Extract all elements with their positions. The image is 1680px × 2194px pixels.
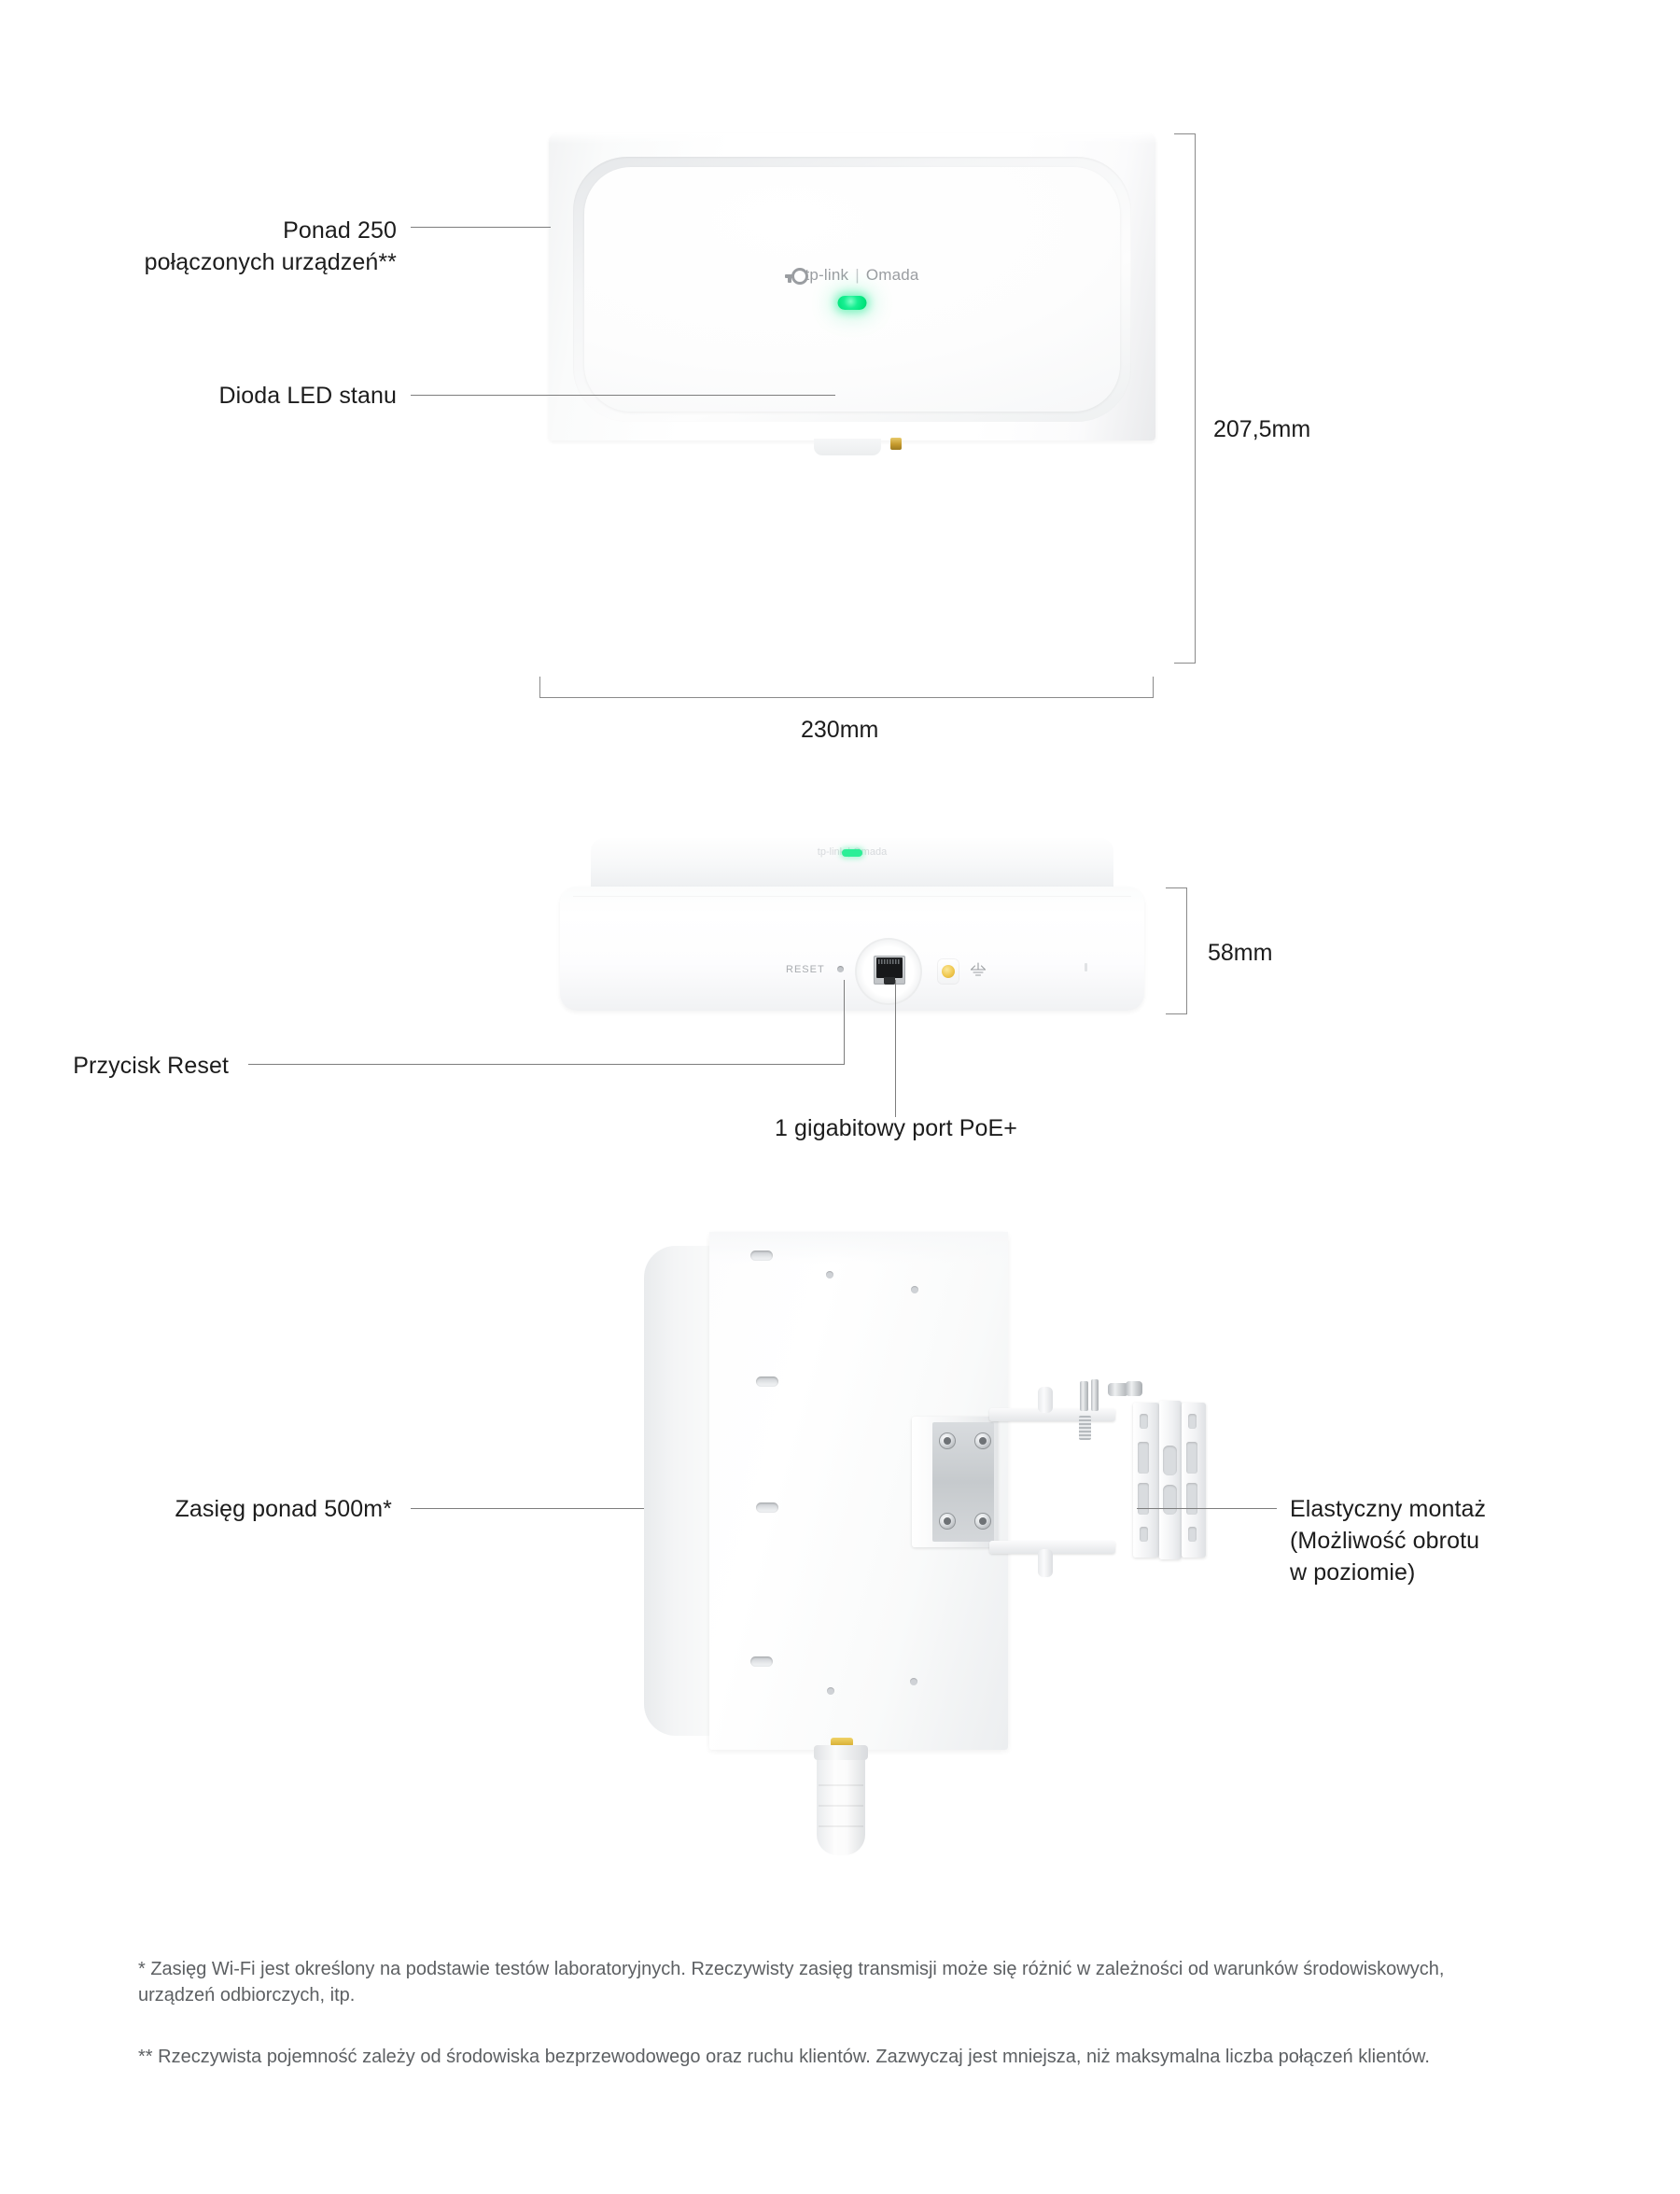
- grounding-screw: [938, 959, 959, 984]
- mount-bolt: [1080, 1381, 1088, 1411]
- dimension-height-value: 207,5mm: [1213, 416, 1311, 442]
- rear-screw-hole: [827, 1687, 834, 1695]
- footnote-range: * Zasięg Wi-Fi jest określony na podstaw…: [138, 1959, 1445, 2005]
- mount-screw: [975, 1433, 990, 1448]
- callout-reset-leader-horizontal: [248, 1064, 845, 1065]
- device-body-edge: RESET: [560, 887, 1144, 1011]
- device-left-side-face: [644, 1246, 721, 1736]
- rear-vent-slot: [750, 1656, 773, 1667]
- reset-button-pinhole: [837, 966, 844, 972]
- dimension-depth-bracket: [1166, 887, 1187, 1014]
- ground-contact-icon: [890, 438, 902, 450]
- mount-threaded-screw: [1079, 1416, 1091, 1440]
- reset-marking-text: RESET: [786, 964, 825, 975]
- mount-rail-middle: [1159, 1401, 1182, 1559]
- tp-link-logo-icon: [785, 268, 809, 285]
- callout-port-label: 1 gigabitowy port PoE+: [774, 1115, 1017, 1141]
- dimension-width-bracket: [539, 677, 1154, 698]
- device-top-cover-edge: tp-link | Omada: [591, 838, 1113, 892]
- callout-range-label: Zasięg ponad 500m*: [175, 1496, 392, 1522]
- brand-primary-text-small: tp-link: [817, 846, 846, 858]
- callout-mount-label: Elastyczny montaż (Możliwość obrotu w po…: [1290, 1496, 1487, 1586]
- cable-gland: [814, 1745, 868, 1855]
- rear-screw-hole: [826, 1271, 833, 1279]
- mount-rail-outer: [1182, 1403, 1206, 1558]
- status-led-indicator-side: [842, 849, 862, 857]
- front-view-illustration: tp-link | Omada: [549, 133, 1155, 455]
- side-vent-slot: [1085, 963, 1087, 971]
- mount-screw: [940, 1514, 955, 1529]
- mount-rail-inner: [1133, 1403, 1159, 1558]
- rear-mount-view-illustration: [644, 1232, 1206, 1885]
- rj45-ethernet-port: [874, 956, 905, 985]
- mount-yoke-arm-bottom: [989, 1541, 1115, 1554]
- gland-ground-screw: [831, 1738, 853, 1747]
- mount-pivot-pin-bottom: [1038, 1549, 1053, 1577]
- mount-pivot-pin-top: [1038, 1387, 1053, 1413]
- mount-washer: [1126, 1381, 1142, 1396]
- footnote-capacity: ** Rzeczywista pojemność zależy od środo…: [138, 2047, 1430, 2067]
- callout-range-leader: [411, 1508, 644, 1509]
- rear-vent-slot: [756, 1376, 778, 1387]
- brand-logo: tp-link | Omada: [584, 266, 1120, 285]
- callout-led-label: Dioda LED stanu: [218, 383, 397, 409]
- mount-bolt: [1091, 1379, 1099, 1411]
- rear-screw-hole: [911, 1286, 918, 1293]
- brand-divider: |: [855, 266, 860, 284]
- mount-nut: [1108, 1383, 1128, 1396]
- callout-clients-leader: [411, 227, 551, 228]
- callout-mount-leader: [1137, 1508, 1277, 1509]
- callout-port-leader: [895, 980, 896, 1117]
- device-bottom-tab: [814, 439, 881, 455]
- mount-screw: [975, 1514, 990, 1529]
- brand-secondary-text: Omada: [865, 266, 919, 284]
- callout-clients-label: Ponad 250 połączonych urządzeń**: [144, 217, 397, 275]
- ground-symbol-icon: [968, 961, 988, 980]
- brand-primary-text: tp-link: [805, 266, 849, 284]
- side-view-illustration: tp-link | Omada RESET: [560, 838, 1144, 1011]
- dimension-depth-value: 58mm: [1208, 940, 1273, 966]
- rear-vent-slot: [756, 1502, 778, 1513]
- status-led-indicator: [837, 296, 867, 310]
- dimension-width-value: 230mm: [801, 717, 879, 743]
- mount-base-plate: [912, 1417, 998, 1547]
- mount-screw: [940, 1433, 955, 1448]
- callout-reset-leader-vertical: [844, 980, 845, 1065]
- device-front-panel: tp-link | Omada: [584, 167, 1120, 412]
- rear-screw-hole: [910, 1678, 917, 1685]
- dimension-height-bracket: [1174, 133, 1196, 664]
- callout-led-leader: [411, 395, 835, 396]
- callout-reset-label: Przycisk Reset: [73, 1053, 229, 1079]
- rear-vent-slot: [750, 1251, 773, 1261]
